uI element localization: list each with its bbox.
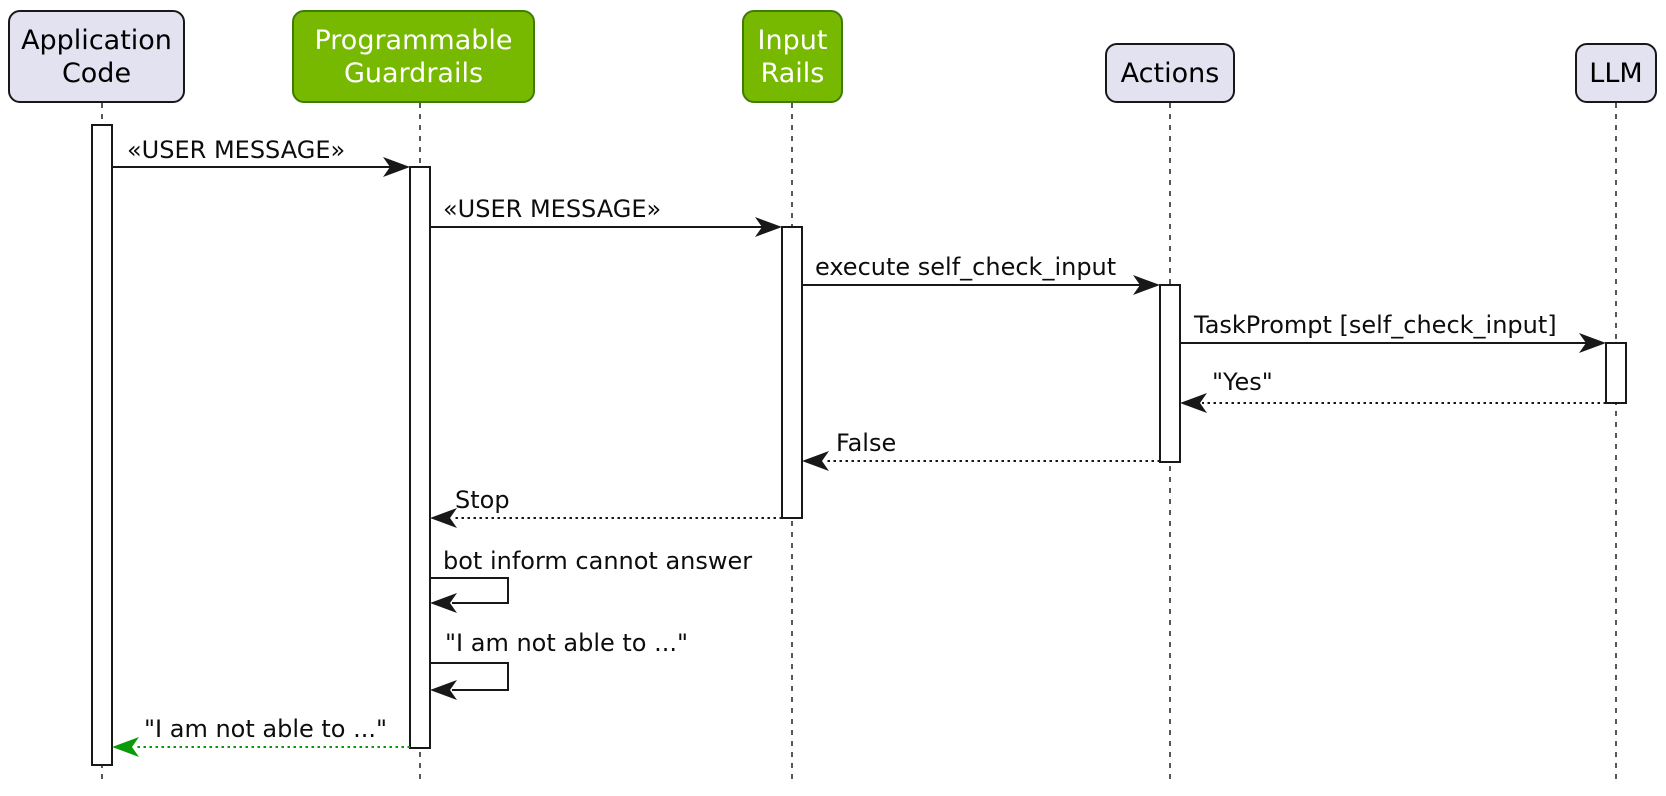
arrowhead-stop [430,508,457,528]
selfmessage-line-i-am-not-able [430,662,509,691]
arrowhead-final-response [112,737,139,757]
message-label-yes: "Yes" [1212,368,1273,396]
participant-application-code: Application Code [8,10,185,103]
participant-actions: Actions [1105,43,1235,103]
message-label-execute-self-check-input: execute self_check_input [815,253,1117,281]
activation-input-rails [781,226,803,519]
arrowhead-user-message-2 [755,217,782,237]
selfmessage-line-bot-inform [430,577,509,604]
message-label-final-response: "I am not able to ..." [144,715,388,743]
activation-actions [1159,284,1181,463]
arrowhead-false [802,451,829,471]
participant-llm: LLM [1575,43,1657,103]
arrowhead-bot-inform [430,593,457,613]
activation-llm [1605,342,1627,404]
participant-programmable-guardrails: Programmable Guardrails [292,10,535,103]
message-label-false: False [836,429,897,457]
participant-input-rails: Input Rails [742,10,843,103]
arrowhead-i-am-not-able [430,680,457,700]
message-label-user-message-1: «USER MESSAGE» [127,136,346,164]
message-label-user-message-2: «USER MESSAGE» [443,195,662,223]
arrowhead-taskprompt [1579,333,1606,353]
activation-programmable-guardrails [409,166,431,749]
message-label-i-am-not-able: "I am not able to ..." [445,629,689,657]
arrowhead-yes [1180,393,1207,413]
activation-application-code [91,124,113,766]
message-label-bot-inform: bot inform cannot answer [443,547,753,575]
message-label-taskprompt: TaskPrompt [self_check_input] [1194,311,1557,339]
arrowhead-execute-self-check-input [1133,275,1160,295]
arrowhead-user-message-1 [383,157,410,177]
message-label-stop: Stop [455,486,510,514]
